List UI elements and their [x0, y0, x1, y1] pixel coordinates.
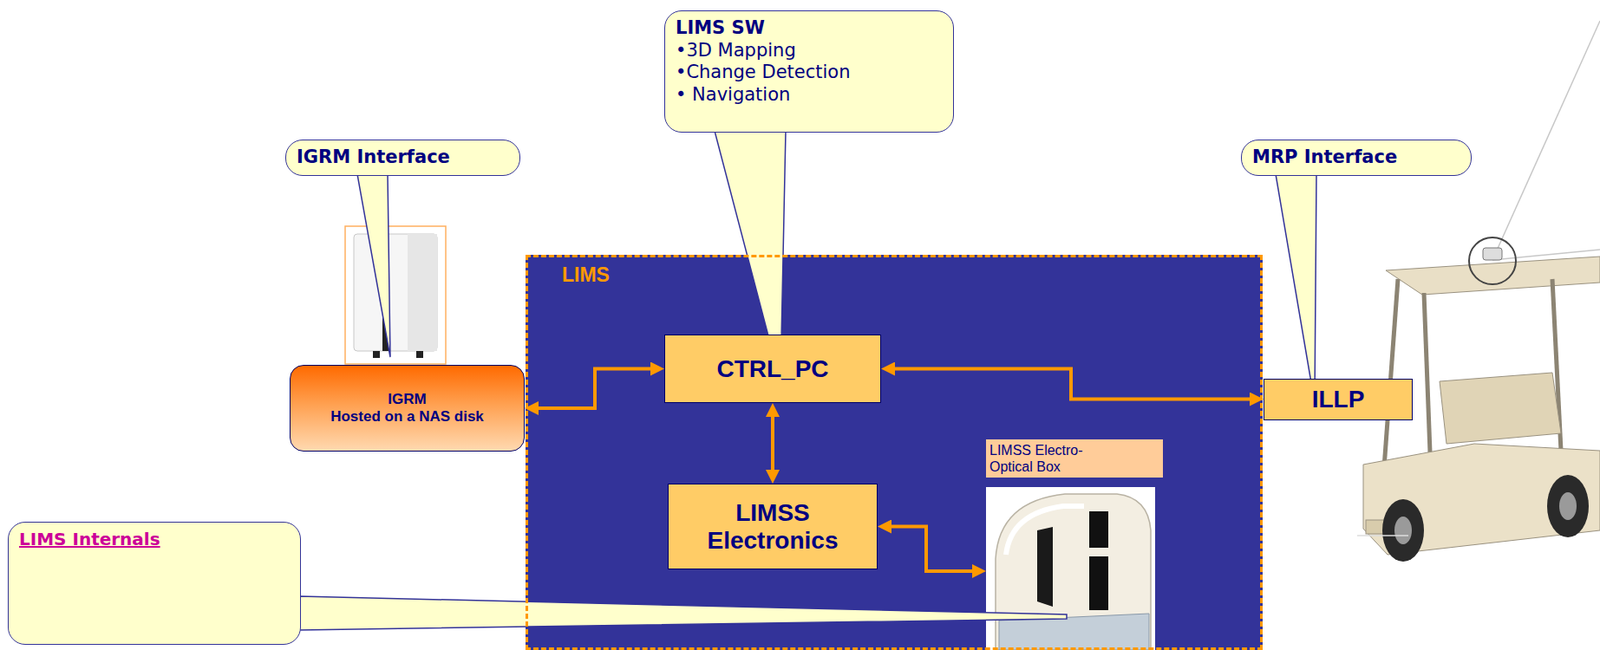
- node-label: LIMSS Electronics: [668, 499, 877, 555]
- sensor: [1482, 248, 1503, 261]
- electro-optical-box: LIMSS Electro-Optical Box: [986, 439, 1163, 650]
- interface-callout: MRP Interface: [1240, 139, 1472, 177]
- nas-storage-box: IGRMHosted on a NAS disk: [289, 365, 525, 452]
- data-link-arrow: [888, 527, 976, 573]
- nas-side: [407, 234, 438, 352]
- roof: [1385, 256, 1600, 295]
- hub: [1394, 516, 1412, 545]
- node-label: LIMSS Electro-Optical Box: [989, 442, 1122, 476]
- wheel: [1547, 475, 1589, 538]
- photo-ground: [986, 487, 1156, 650]
- node-label: ILLP: [1312, 385, 1365, 413]
- data-link-arrow: [535, 369, 654, 410]
- post: [1423, 293, 1431, 476]
- node-label: LIMS Internals: [19, 528, 161, 550]
- callout-tail: [357, 174, 391, 358]
- node-label: CTRL_PC: [716, 355, 829, 383]
- hub: [1559, 492, 1577, 521]
- software-callout: LIMS SW•3D Mapping•Change Detection• Nav…: [664, 10, 954, 133]
- housing: [995, 494, 1151, 650]
- control-pc-box: CTRL_PC: [664, 334, 882, 404]
- region-fill: [525, 254, 1263, 650]
- nas-body: [353, 234, 438, 352]
- window: [1037, 527, 1053, 608]
- data-link-arrow: [891, 369, 1254, 400]
- node-label: MRP Interface: [1252, 146, 1398, 170]
- nas-frame: [345, 226, 446, 365]
- node-label: •3D Mapping: [675, 39, 797, 63]
- node-label: Hosted on a NAS disk: [330, 408, 484, 426]
- node-label: • Navigation: [675, 84, 791, 107]
- post: [1384, 279, 1398, 469]
- node-label: LIMS SW: [675, 17, 765, 40]
- nas-illustration: [345, 226, 446, 365]
- node-label: IGRM: [387, 391, 426, 409]
- body: [1363, 444, 1600, 556]
- label-band: LIMSS Electro-Optical Box: [986, 439, 1163, 478]
- data-link-arrow: [770, 413, 775, 474]
- callout-tail: [299, 596, 1067, 631]
- vehicle-illustration: [1357, 20, 1600, 562]
- window: [1089, 511, 1109, 549]
- laser-beam: [1492, 20, 1600, 261]
- interface-box: ILLP: [1263, 378, 1413, 421]
- system-boundary: LIMS CTRL_PC LIMSS Electronics LIMSS Electr…: [525, 254, 1263, 650]
- node-label: IGRM Interface: [296, 146, 451, 170]
- node-label: •Change Detection: [675, 61, 850, 85]
- nas-foot: [416, 351, 424, 359]
- electro-optical-illustration: [986, 487, 1156, 650]
- seat-back: [1439, 372, 1561, 445]
- internals-callout: LIMS Internals: [7, 522, 301, 646]
- callout-tail: [1275, 174, 1317, 404]
- sensor-highlight: [1469, 237, 1516, 285]
- interface-callout: IGRM Interface: [285, 139, 521, 177]
- node-label: LIMS: [561, 263, 610, 288]
- nas-foot: [372, 351, 380, 359]
- electronics-box: LIMSS Electronics: [667, 483, 878, 570]
- wheel: [1382, 499, 1424, 562]
- ground-line: [1357, 535, 1409, 537]
- window: [1089, 556, 1109, 611]
